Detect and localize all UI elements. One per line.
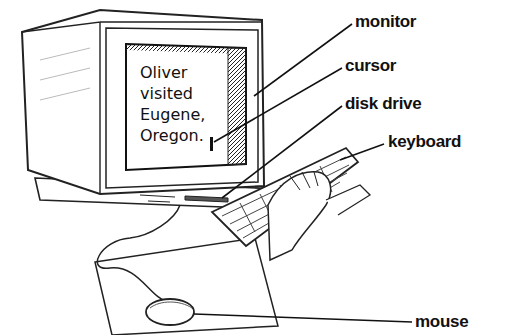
monitor-edge	[22, 22, 262, 194]
monitor-body	[22, 10, 264, 194]
screen-shade	[126, 44, 246, 54]
part-label: disk drive	[345, 94, 421, 114]
leader-lines	[194, 24, 412, 322]
mouse-pad	[95, 238, 278, 335]
cursor-mark	[210, 137, 213, 151]
fingers	[290, 172, 318, 190]
body-shading	[40, 48, 90, 100]
screen-text: Oliver visited Eugene, Oregon.	[140, 62, 218, 146]
leader-line	[340, 144, 384, 160]
hand	[268, 172, 331, 260]
arm	[326, 185, 370, 215]
screen-shade	[228, 48, 246, 165]
mouse-cord	[97, 205, 180, 302]
part-label: mouse	[415, 312, 468, 332]
part-label: cursor	[345, 56, 396, 76]
mouse-body	[146, 299, 194, 325]
base-detail	[140, 195, 175, 202]
disk-drive-slot	[185, 196, 228, 202]
monitor-bezel	[106, 28, 258, 188]
leader-line	[254, 24, 352, 96]
part-label: monitor	[355, 12, 416, 32]
mouse-button	[150, 302, 192, 308]
part-label: keyboard	[388, 132, 461, 152]
leader-line	[222, 106, 342, 198]
leader-line	[194, 314, 412, 322]
leader-line	[214, 68, 342, 142]
screen	[126, 44, 246, 170]
